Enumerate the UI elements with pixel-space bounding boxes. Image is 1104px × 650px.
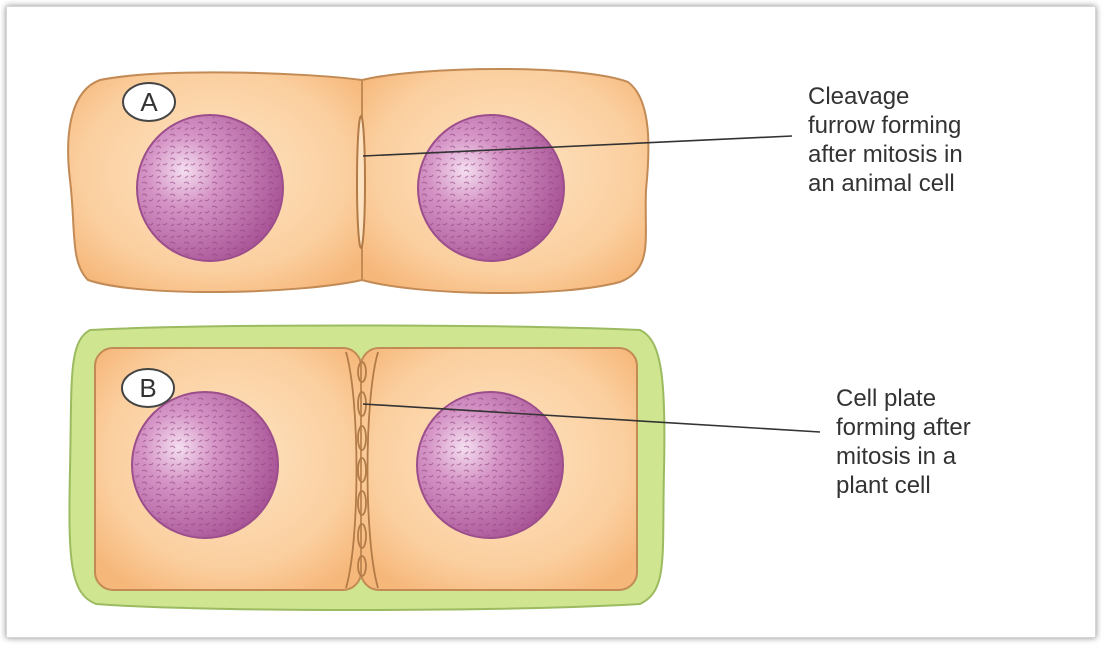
panel-a-letter: A (140, 87, 158, 117)
caption-b-line-1: Cell plate (836, 384, 971, 413)
nucleus-right (418, 115, 564, 261)
panel-a-badge: A (123, 83, 175, 121)
caption-a-line-3: after mitosis in (808, 140, 963, 169)
nucleus-right-b (417, 392, 563, 538)
caption-b: Cell plate forming after mitosis in a pl… (836, 384, 971, 500)
cleavage-furrow (357, 116, 365, 248)
panel-b-letter: B (139, 373, 156, 403)
caption-a-line-1: Cleavage (808, 82, 963, 111)
caption-a-line-4: an animal cell (808, 169, 963, 198)
plant-cell-group: B (69, 326, 820, 611)
nucleus-left-b (132, 392, 278, 538)
caption-b-line-4: plant cell (836, 471, 971, 500)
panel-b-badge: B (122, 369, 174, 407)
caption-b-line-2: forming after (836, 413, 971, 442)
animal-cell-group: A (68, 69, 792, 293)
nucleus-left (137, 115, 283, 261)
caption-a-line-2: furrow forming (808, 111, 963, 140)
caption-a: Cleavage furrow forming after mitosis in… (808, 82, 963, 198)
caption-b-line-3: mitosis in a (836, 442, 971, 471)
